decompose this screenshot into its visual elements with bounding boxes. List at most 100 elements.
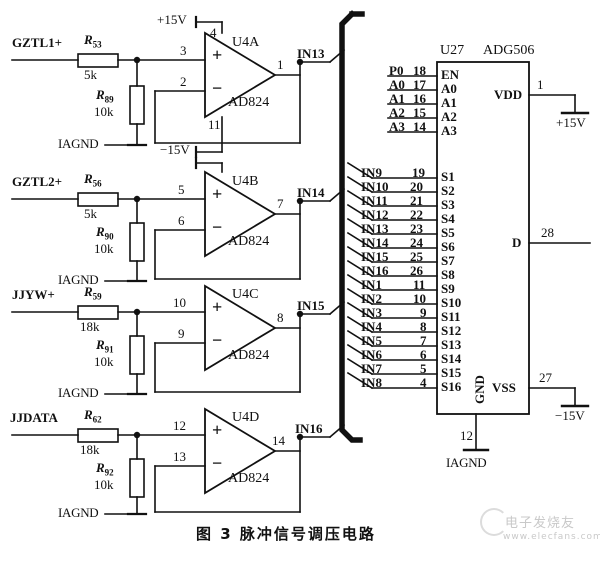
part-label-ad824-a: AD824	[228, 95, 270, 110]
input-signal-jjyw: JJYW+	[12, 287, 55, 302]
mux-port-s6: S6	[441, 239, 455, 254]
pin-1-out-u4a: 1	[277, 57, 284, 72]
net-label-in2: IN2	[361, 291, 382, 306]
mux-port-s10: S10	[441, 295, 462, 310]
opamp-plus-sign-d: +	[212, 420, 223, 440]
mux-port-s2: S2	[441, 183, 455, 198]
pin-number-18: 18	[413, 63, 426, 78]
net-label-in6: IN6	[361, 347, 382, 362]
mux-port-s3: S3	[441, 197, 455, 212]
pin-number-24: 24	[410, 235, 423, 250]
net-label-in13-mux: IN13	[361, 221, 389, 236]
rail-pos-15v-mux: +15V	[556, 115, 586, 130]
rail-neg-15v-a: −15V	[160, 142, 190, 157]
mux-port-s1: S1	[441, 169, 455, 184]
pin-number-28-d: 28	[541, 225, 554, 240]
pin-number-15: 15	[413, 105, 426, 120]
mux-port-s14: S14	[441, 351, 462, 366]
pin-8-out-u4c: 8	[277, 310, 284, 325]
pin-2-inv-u4a: 2	[180, 74, 187, 89]
opamp-minus-sign-d: −	[212, 453, 223, 473]
part-label-ad824-d: AD824	[228, 471, 270, 486]
ground-label-iagnd-a: IAGND	[58, 136, 99, 151]
pin-number-10: 10	[413, 291, 426, 306]
pin-number-23: 23	[410, 221, 423, 236]
mux-port-s13: S13	[441, 337, 462, 352]
rail-pos-15v-a: +15V	[157, 12, 187, 27]
net-label-a0: A0	[389, 77, 405, 92]
opamp-minus-sign-a: −	[212, 78, 223, 98]
net-label-in5: IN5	[361, 333, 382, 348]
watermark-site-url: www.elecfans.com	[503, 532, 600, 542]
net-label-a1: A1	[389, 91, 405, 106]
pin-6-inv-u4b: 6	[178, 213, 185, 228]
net-label-in11: IN11	[361, 193, 388, 208]
resistor-r89-ref: R89	[96, 87, 114, 105]
mux-port-gnd: GND	[472, 375, 487, 404]
resistor-r59-ref: R59	[84, 284, 102, 302]
mux-port-d-output: D	[512, 235, 522, 250]
mux-port-s11: S11	[441, 309, 461, 324]
ic-label-u4d: U4D	[232, 410, 260, 425]
input-signal-gztl1: GZTL1+	[12, 35, 63, 50]
opamp-plus-sign-b: +	[212, 184, 223, 204]
opamp-plus-sign-a: +	[212, 45, 223, 65]
resistor-r91-value: 10k	[94, 354, 114, 369]
opamp-minus-sign-b: −	[212, 217, 223, 237]
net-label-in4: IN4	[361, 319, 382, 334]
rail-neg-15v-mux: −15V	[555, 408, 585, 423]
ground-label-iagnd-c: IAGND	[58, 385, 99, 400]
mux-port-s5: S5	[441, 225, 455, 240]
net-label-in16-mux: IN16	[361, 263, 389, 278]
mux-port-s16: S16	[441, 379, 462, 394]
pin-number-5: 5	[420, 361, 427, 376]
net-label-a3: A3	[389, 119, 405, 134]
mux-port-vss: VSS	[492, 380, 516, 395]
mux-port-a1: A1	[441, 95, 457, 110]
pin-number-6: 6	[420, 347, 427, 362]
resistor-r90-ref: R90	[96, 224, 114, 242]
pin-number-16: 16	[413, 91, 426, 106]
pin-number-12-gnd: 12	[460, 428, 473, 443]
net-label-in1: IN1	[361, 277, 382, 292]
resistor-r91-ref: R91	[96, 337, 114, 355]
resistor-r92-value: 10k	[94, 477, 114, 492]
net-label-in9: IN9	[361, 165, 382, 180]
pin-number-11: 11	[413, 277, 426, 292]
pin-3-noninv-u4a: 3	[180, 43, 187, 58]
mux-port-a3: A3	[441, 123, 457, 138]
pin-number-22: 22	[410, 207, 423, 222]
input-signal-gztl2: GZTL2+	[12, 174, 63, 189]
resistor-r89-value: 10k	[94, 104, 114, 119]
ic-label-u4b: U4B	[232, 174, 259, 189]
pin-number-17: 17	[413, 77, 426, 92]
mux-port-s8: S8	[441, 267, 455, 282]
ic-label-u4c: U4C	[232, 287, 259, 302]
net-label-in8: IN8	[361, 375, 382, 390]
pin-number-19: 19	[412, 165, 425, 180]
ground-label-iagnd-d: IAGND	[58, 505, 99, 520]
resistor-r92-ref: R92	[96, 460, 114, 478]
pin-number-4: 4	[420, 375, 427, 390]
resistor-r56-ref: R56	[84, 171, 102, 189]
net-label-in15: IN15	[297, 298, 325, 313]
pin-number-7: 7	[420, 333, 427, 348]
pin-10-noninv-u4c: 10	[173, 295, 186, 310]
pin-number-9: 9	[420, 305, 427, 320]
opamp-plus-sign-c: +	[212, 297, 223, 317]
pin-number-14: 14	[413, 119, 426, 134]
mux-port-a2: A2	[441, 109, 457, 124]
pin-5-noninv-u4b: 5	[178, 182, 185, 197]
resistor-r56-value: 5k	[84, 206, 97, 221]
pin-14-out-u4d: 14	[272, 433, 285, 448]
mux-port-s12: S12	[441, 323, 462, 338]
pin-number-20: 20	[410, 179, 423, 194]
net-label-in10: IN10	[361, 179, 389, 194]
pin-number-1-vdd: 1	[537, 77, 544, 92]
resistor-r62-value: 18k	[80, 442, 100, 457]
ic-label-u4a: U4A	[232, 35, 260, 50]
pin-12-noninv-u4d: 12	[173, 418, 186, 433]
pin-13-inv-u4d: 13	[173, 449, 186, 464]
